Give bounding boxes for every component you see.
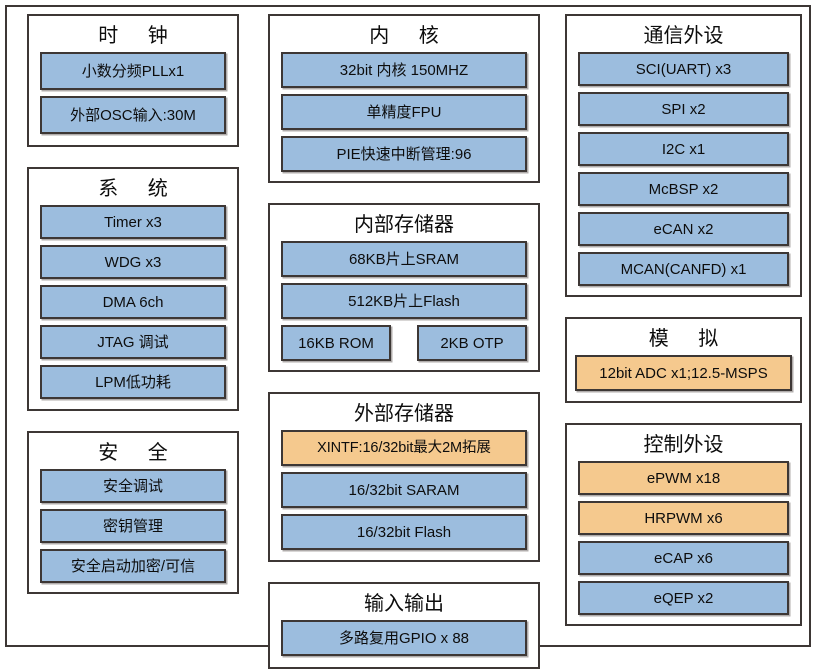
section-communication-peripherals: 通信外设 SCI(UART) x3 SPI x2 I2C x1 McBSP x2… xyxy=(565,14,802,297)
block-fpu: 单精度FPU xyxy=(281,94,527,130)
block-mcan-canfd: MCAN(CANFD) x1 xyxy=(578,252,789,286)
block-eqep: eQEP x2 xyxy=(578,581,789,615)
section-control-peripherals: 控制外设 ePWM x18 HRPWM x6 eCAP x6 eQEP x2 xyxy=(565,423,802,626)
section-system: 系 统 Timer x3 WDG x3 DMA 6ch JTAG 调试 LPM低… xyxy=(27,167,239,411)
block-flash-internal: 512KB片上Flash xyxy=(281,283,527,319)
block-jtag: JTAG 调试 xyxy=(40,325,226,359)
block-saram: 16/32bit SARAM xyxy=(281,472,527,508)
block-cpu-core: 32bit 内核 150MHZ xyxy=(281,52,527,88)
block-sci-uart: SCI(UART) x3 xyxy=(578,52,789,86)
section-title-security: 安 全 xyxy=(98,442,180,464)
section-analog: 模 拟 12bit ADC x1;12.5-MSPS xyxy=(565,317,802,403)
block-lpm: LPM低功耗 xyxy=(40,365,226,399)
block-key-management: 密钥管理 xyxy=(40,509,226,543)
block-secure-debug: 安全调试 xyxy=(40,469,226,503)
block-external-osc: 外部OSC输入:30M xyxy=(40,96,226,134)
block-epwm: ePWM x18 xyxy=(578,461,789,495)
section-title-internal-memory: 内部存储器 xyxy=(354,214,454,236)
block-flash-external: 16/32bit Flash xyxy=(281,514,527,550)
block-secure-boot: 安全启动加密/可信 xyxy=(40,549,226,583)
block-i2c: I2C x1 xyxy=(578,132,789,166)
column-right: 通信外设 SCI(UART) x3 SPI x2 I2C x1 McBSP x2… xyxy=(565,14,802,626)
block-otp: 2KB OTP xyxy=(417,325,527,361)
section-title-io: 输入输出 xyxy=(364,593,444,615)
block-gpio: 多路复用GPIO x 88 xyxy=(281,620,527,656)
block-xintf: XINTF:16/32bit最大2M拓展 xyxy=(281,430,527,466)
section-title-control-peripherals: 控制外设 xyxy=(643,434,724,456)
section-core: 内 核 32bit 内核 150MHZ 单精度FPU PIE快速中断管理:96 xyxy=(268,14,540,183)
section-title-analog: 模 拟 xyxy=(648,328,731,350)
split-row-rom-otp: 16KB ROM 2KB OTP xyxy=(281,325,527,361)
block-wdg: WDG x3 xyxy=(40,245,226,279)
section-io: 输入输出 多路复用GPIO x 88 xyxy=(268,582,540,669)
block-adc: 12bit ADC x1;12.5-MSPS xyxy=(575,355,792,391)
section-title-external-memory: 外部存储器 xyxy=(354,403,454,425)
block-timer: Timer x3 xyxy=(40,205,226,239)
block-ecan: eCAN x2 xyxy=(578,212,789,246)
block-dma: DMA 6ch xyxy=(40,285,226,319)
section-clock: 时 钟 小数分频PLLx1 外部OSC输入:30M xyxy=(27,14,239,147)
block-spi: SPI x2 xyxy=(578,92,789,126)
block-rom: 16KB ROM xyxy=(281,325,391,361)
section-title-communication-peripherals: 通信外设 xyxy=(643,25,724,47)
section-title-core: 内 核 xyxy=(369,25,451,47)
block-ecap: eCAP x6 xyxy=(578,541,789,575)
section-title-system: 系 统 xyxy=(98,178,180,200)
block-mcbsp: McBSP x2 xyxy=(578,172,789,206)
section-title-clock: 时 钟 xyxy=(98,25,180,47)
block-sram: 68KB片上SRAM xyxy=(281,241,527,277)
section-security: 安 全 安全调试 密钥管理 安全启动加密/可信 xyxy=(27,431,239,594)
section-internal-memory: 内部存储器 68KB片上SRAM 512KB片上Flash 16KB ROM 2… xyxy=(268,203,540,372)
block-pie: PIE快速中断管理:96 xyxy=(281,136,527,172)
column-middle: 内 核 32bit 内核 150MHZ 单精度FPU PIE快速中断管理:96 … xyxy=(268,14,540,669)
block-pll: 小数分频PLLx1 xyxy=(40,52,226,90)
column-left: 时 钟 小数分频PLLx1 外部OSC输入:30M 系 统 Timer x3 W… xyxy=(27,14,239,594)
block-hrpwm: HRPWM x6 xyxy=(578,501,789,535)
section-external-memory: 外部存储器 XINTF:16/32bit最大2M拓展 16/32bit SARA… xyxy=(268,392,540,562)
